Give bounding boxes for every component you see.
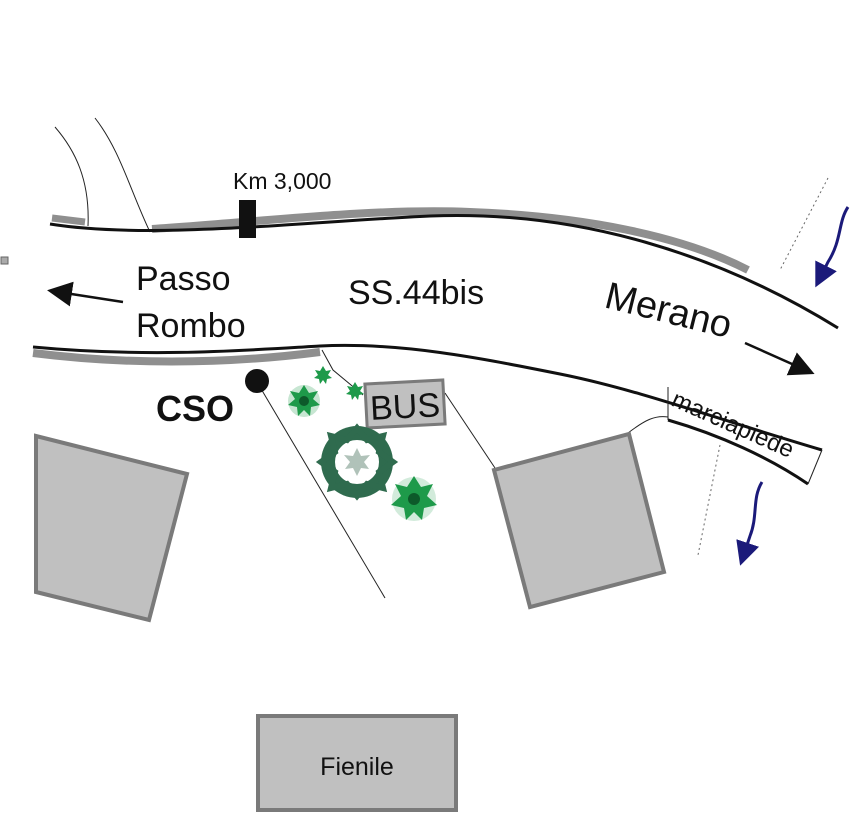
road-edges (32, 213, 839, 486)
tree-icon (288, 385, 320, 417)
km-marker-icon (239, 200, 256, 238)
arrow-left-icon (47, 281, 124, 307)
bus-stop-label: BUS (369, 386, 441, 428)
terrain-line (54, 126, 89, 227)
building-right (491, 431, 667, 610)
sidewalk-outline (627, 387, 669, 434)
barn-label: Fienile (320, 753, 394, 781)
dotted-line (697, 444, 721, 556)
bus-stop-box (363, 378, 447, 430)
road-name: SS.44bis (348, 274, 484, 312)
tree-icon (315, 423, 399, 501)
tree-icon (346, 382, 364, 400)
dotted-line (779, 177, 829, 271)
flow-arrow-icon (736, 481, 764, 566)
direction-east-label: Merano (601, 275, 736, 347)
access-line (256, 381, 386, 599)
direction-west-line1: Passo (136, 260, 231, 298)
flow-arrow-icon (815, 206, 850, 288)
cso-point-icon (245, 369, 269, 393)
sidewalk-outline (807, 449, 823, 485)
direction-west-line2: Rombo (136, 307, 246, 345)
terrain-line (94, 117, 151, 233)
access-line (444, 392, 496, 469)
edge-marker (0, 256, 9, 265)
barn-building (256, 714, 458, 812)
building-left (34, 433, 190, 623)
cso-label: CSO (156, 388, 234, 429)
km-marker-label: Km 3,000 (233, 168, 331, 194)
tree-icon (391, 476, 437, 521)
arrow-right-icon (744, 341, 815, 376)
tree-icon (314, 366, 332, 384)
